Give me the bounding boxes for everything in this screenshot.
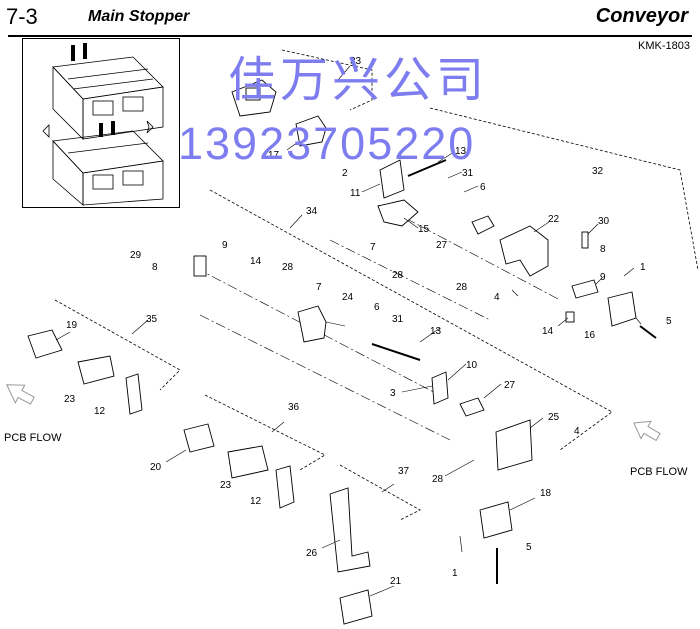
callout-12a: 12 xyxy=(94,406,106,417)
callout-31b: 31 xyxy=(392,314,404,325)
watermark-line1: 佳万兴公司 xyxy=(228,54,489,107)
page-header: 7-3 Main Stopper Conveyor xyxy=(0,0,700,40)
callout-27a: 27 xyxy=(436,240,448,251)
pcb-flow-label-right: PCB FLOW xyxy=(630,466,688,478)
overview-drawing xyxy=(42,43,164,206)
leader-lines xyxy=(55,65,642,597)
callout-26: 26 xyxy=(306,548,318,559)
callout-8b: 8 xyxy=(152,262,158,273)
callout-28d: 28 xyxy=(432,474,444,485)
callout-33: 33 xyxy=(350,56,362,67)
callout-14b: 14 xyxy=(250,256,262,267)
callout-37: 37 xyxy=(398,466,410,477)
callout-15: 15 xyxy=(418,224,430,235)
section-title: Main Stopper xyxy=(88,8,190,25)
callout-27b: 27 xyxy=(504,380,516,391)
category-title: Conveyor xyxy=(595,5,688,27)
callout-14a: 14 xyxy=(542,326,554,337)
callout-29: 29 xyxy=(130,250,142,261)
callout-labels: 33 17 2 13 31 11 6 32 15 22 30 27 7 28 8… xyxy=(64,56,672,587)
callout-6a: 6 xyxy=(480,182,486,193)
callout-10: 10 xyxy=(466,360,478,371)
callout-23b: 23 xyxy=(220,480,232,491)
flow-arrows xyxy=(6,384,661,442)
callout-13a: 13 xyxy=(455,146,467,157)
callout-19: 19 xyxy=(66,320,78,331)
callout-4a: 4 xyxy=(494,292,500,303)
header-rule xyxy=(8,35,692,37)
callout-20: 20 xyxy=(150,462,162,473)
assembly-outlines xyxy=(54,49,699,521)
callout-28b: 28 xyxy=(456,282,468,293)
callout-25: 25 xyxy=(548,412,560,423)
callout-9a: 9 xyxy=(600,272,606,283)
callout-22: 22 xyxy=(548,214,560,225)
callout-12b: 12 xyxy=(250,496,262,507)
callout-4b: 4 xyxy=(574,426,580,437)
callout-11: 11 xyxy=(350,188,361,199)
callout-18: 18 xyxy=(540,488,552,499)
callout-3: 3 xyxy=(390,388,396,399)
callout-31a: 31 xyxy=(462,168,474,179)
callout-16: 16 xyxy=(584,330,596,341)
callout-1b: 1 xyxy=(452,568,458,579)
callout-35: 35 xyxy=(146,314,158,325)
callout-23a: 23 xyxy=(64,394,76,405)
callout-28c: 28 xyxy=(282,262,294,273)
callout-13b: 13 xyxy=(430,326,442,337)
callout-9b: 9 xyxy=(222,240,228,251)
callout-1a: 1 xyxy=(640,262,646,273)
watermark-line2: 13923705220 xyxy=(178,118,476,169)
section-number: 7-3 xyxy=(6,4,38,29)
callout-5a: 5 xyxy=(666,316,672,327)
part-drawings xyxy=(27,79,657,625)
callout-28a: 28 xyxy=(392,270,404,281)
callout-24: 24 xyxy=(342,292,354,303)
callout-7b: 7 xyxy=(316,282,322,293)
callout-5b: 5 xyxy=(526,542,532,553)
callout-2: 2 xyxy=(342,168,348,179)
callout-17: 17 xyxy=(268,150,280,161)
callout-21: 21 xyxy=(390,576,402,587)
overview-inset xyxy=(22,38,180,208)
callout-34: 34 xyxy=(306,206,318,217)
model-number: KMK-1803 xyxy=(638,40,690,52)
callout-32: 32 xyxy=(592,166,604,177)
callout-6b: 6 xyxy=(374,302,380,313)
callout-7a: 7 xyxy=(370,242,376,253)
callout-36: 36 xyxy=(288,402,300,413)
pcb-flow-label-left: PCB FLOW xyxy=(4,432,62,444)
callout-8a: 8 xyxy=(600,244,606,255)
callout-30: 30 xyxy=(598,216,610,227)
